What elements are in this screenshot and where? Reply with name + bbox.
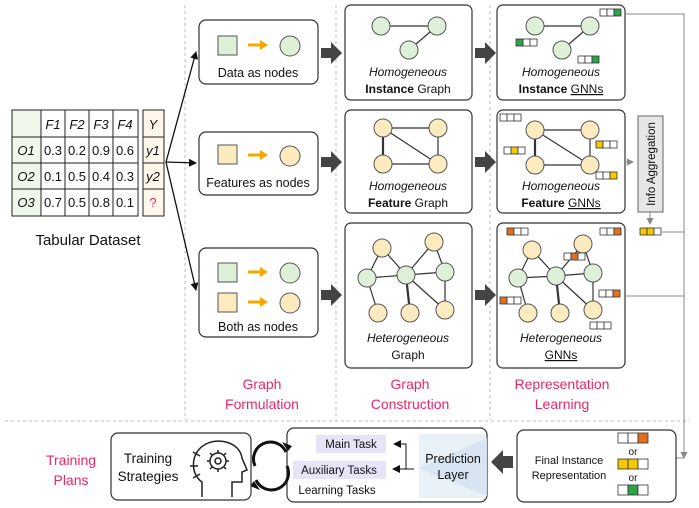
fanout-arrows	[165, 51, 199, 291]
instance-gnn-suffix: GNNs	[571, 82, 604, 96]
feature-node-circle	[279, 145, 301, 167]
cell-o3-f3: 0.8	[92, 195, 110, 210]
embedding-bar	[599, 8, 622, 17]
cell-o1-f3: 0.9	[92, 143, 110, 158]
final-instance-line2: Representation	[532, 470, 607, 482]
auxiliary-tasks-label: Auxiliary Tasks	[301, 465, 377, 477]
feature-graph-word: Feature	[368, 196, 412, 210]
cell-o1-f4: 0.6	[116, 143, 134, 158]
cell-o1-f1: 0.3	[44, 143, 62, 158]
or-label-2: or	[629, 473, 639, 484]
header-f3: F3	[93, 117, 109, 132]
cell-o2-f3: 0.4	[92, 169, 110, 184]
feature-graph-box: Homogeneous Feature Graph	[344, 109, 473, 214]
instance-gnn-line23: Instance GNNs	[519, 82, 604, 96]
auxiliary-tasks-box	[293, 461, 386, 479]
feature-gnn-suffix: GNNs	[568, 196, 601, 210]
formulation-both-box: Both as nodes	[198, 247, 319, 338]
instance-graph-line23: Instance Graph	[365, 82, 450, 96]
stage-graph-formulation-1: Graph	[243, 376, 282, 392]
cell-o3-f4: 0.1	[116, 195, 134, 210]
final-instance-box: Final Instance Representation or or	[516, 429, 677, 503]
feature-gnn-word: Feature	[521, 196, 565, 210]
instance-graph-box: Homogeneous Instance Graph	[344, 4, 473, 101]
instance-gnn-line1: Homogeneous	[522, 65, 600, 79]
label-o3-unknown: ?	[149, 195, 156, 210]
instance-node-circle	[279, 35, 301, 57]
final-instance-line1: Final Instance	[535, 455, 603, 467]
training-strategies-box: Training Strategies	[110, 432, 252, 501]
data-as-nodes-label: Data as nodes	[218, 66, 299, 80]
stage-representation-learning-1: Representation	[515, 376, 610, 392]
stage-graph-formulation-2: Formulation	[225, 396, 299, 412]
label-o1: y1	[145, 143, 160, 158]
header-f2: F2	[69, 117, 85, 132]
main-task-label: Main Task	[325, 439, 377, 451]
row-o1-id: O1	[17, 143, 34, 158]
embedding-bar	[577, 55, 600, 64]
cell-o2-f1: 0.1	[44, 169, 62, 184]
header-f1: F1	[45, 117, 60, 132]
prediction-layer-line1: Prediction	[425, 452, 481, 466]
ai-head-gear-icon	[190, 440, 248, 497]
stage-graph-construction-2: Construction	[371, 396, 450, 412]
info-aggregation-box: Info Aggregation	[625, 115, 664, 236]
block-arrows	[321, 42, 513, 474]
learning-tasks-label: Learning Tasks	[298, 485, 375, 497]
label-o2: y2	[145, 169, 161, 184]
cell-o3-f1: 0.7	[44, 195, 62, 210]
features-as-nodes-label: Features as nodes	[206, 176, 310, 190]
main-task-box	[316, 435, 386, 453]
row-o3-id: O3	[17, 195, 35, 210]
training-strategies-line1: Training	[124, 451, 172, 466]
stage-training-plans-1: Training	[46, 452, 96, 468]
hetero-graph-box: Heterogeneous Graph	[344, 222, 473, 369]
training-strategies-line2: Strategies	[118, 469, 179, 484]
stage-training-plans-2: Plans	[53, 472, 88, 488]
cell-o3-f2: 0.5	[68, 195, 86, 210]
feature-gnn-line1: Homogeneous	[522, 179, 600, 193]
feature-graph-line23: Feature Graph	[368, 196, 448, 210]
hetero-graph-line2: Graph	[391, 348, 424, 362]
learning-tasks-box: Prediction Layer Main Task Auxiliary Tas…	[286, 427, 488, 503]
formulation-features-box: Features as nodes	[198, 131, 319, 196]
both-as-nodes-label: Both as nodes	[218, 320, 298, 334]
prediction-layer-line2: Layer	[437, 468, 468, 482]
instance-graph-word: Instance	[365, 82, 414, 96]
instance-gnn-word: Instance	[519, 82, 568, 96]
tabular-dataset: F1 F2 F3 F4 Y O1 0.3 0.2 0.9 0.6 y1 O2 0…	[11, 109, 165, 249]
stage-representation-learning-2: Learning	[535, 396, 590, 412]
hetero-gnn-box: Heterogeneous GNNs	[496, 222, 626, 369]
instance-graph-line1: Homogeneous	[369, 65, 447, 79]
feature-gnn-box: Homogeneous Feature GNNs	[496, 109, 626, 214]
stage-labels: Graph Formulation Graph Construction Rep…	[46, 376, 610, 488]
instance-node-icon	[217, 35, 238, 56]
header-y: Y	[149, 117, 159, 132]
header-f4: F4	[117, 117, 132, 132]
instance-gnn-box: Homogeneous Instance GNNs	[496, 4, 626, 101]
hetero-gnn-line2: GNNs	[545, 348, 578, 362]
dashed-separators	[5, 5, 690, 422]
stage-graph-construction-1: Graph	[391, 376, 430, 392]
formulation-data-box: Data as nodes	[198, 19, 319, 85]
cell-o1-f2: 0.2	[68, 143, 86, 158]
embedding-bar	[515, 38, 538, 47]
cycle-arrows-icon	[250, 440, 292, 492]
cell-o2-f4: 0.3	[116, 169, 134, 184]
feature-gnn-line23: Feature GNNs	[521, 196, 600, 210]
feature-node-icon	[217, 144, 238, 165]
instance-graph-suffix: Graph	[417, 82, 450, 96]
hetero-gnn-line1: Heterogeneous	[520, 331, 602, 345]
feature-graph-line1: Homogeneous	[369, 179, 447, 193]
feature-graph-suffix: Graph	[415, 196, 448, 210]
or-label-1: or	[629, 447, 639, 458]
gnn-to-final-connectors	[625, 13, 688, 459]
table-caption: Tabular Dataset	[35, 232, 141, 249]
aggregated-embedding	[639, 227, 662, 236]
info-aggregation-label: Info Aggregation	[646, 122, 658, 206]
hetero-graph-line1: Heterogeneous	[367, 331, 449, 345]
row-o2-id: O2	[17, 169, 35, 184]
cell-o2-f2: 0.5	[68, 169, 86, 184]
